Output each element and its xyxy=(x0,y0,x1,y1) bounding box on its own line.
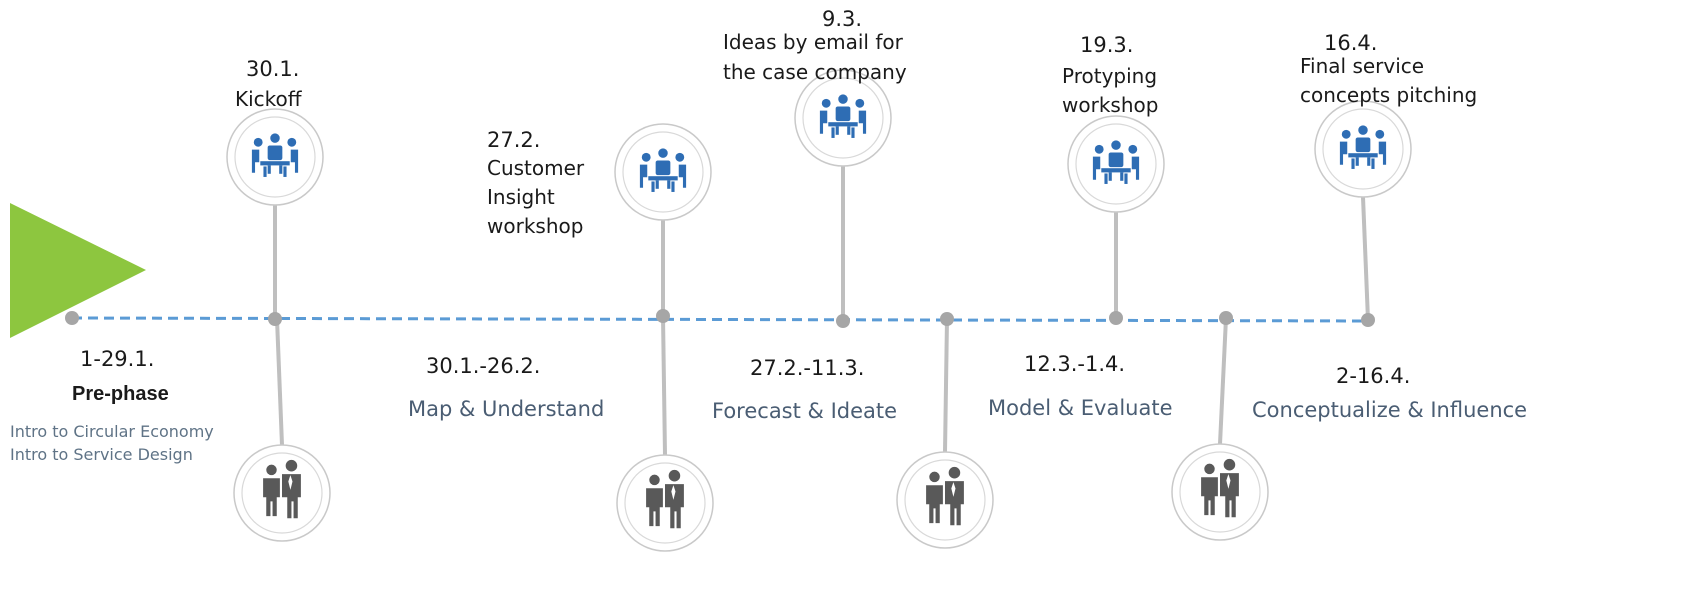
timeline-node xyxy=(268,312,282,326)
phase-name-conceptualize: Conceptualize & Influence xyxy=(1252,398,1528,422)
milestone-date-kickoff: 30.1. xyxy=(246,57,300,81)
phase-name-pre: Pre-phase xyxy=(72,383,169,405)
milestone-label-kickoff: Kickoff xyxy=(235,87,302,111)
timeline-node xyxy=(65,311,79,325)
phase-stem xyxy=(1218,317,1228,445)
timeline-node xyxy=(1361,313,1375,327)
timeline-node xyxy=(940,312,954,326)
timeline-node xyxy=(1219,311,1233,325)
people-icon xyxy=(1171,443,1269,541)
milestone-date-final-pitching: 16.4. xyxy=(1324,31,1378,55)
milestone-label-prototyping-line1: Protyping xyxy=(1062,64,1158,88)
start-arrow xyxy=(10,203,146,338)
phase-dates-conceptualize: 2-16.4. xyxy=(1336,364,1411,388)
phase-stem xyxy=(661,315,667,456)
phase-stem xyxy=(943,318,949,453)
phase-dates-pre: 1-29.1. xyxy=(80,347,155,371)
meeting-icon xyxy=(1067,115,1165,213)
meeting-icon xyxy=(794,69,892,167)
milestone-label-customer-insight-line1: Customer xyxy=(487,156,585,180)
timeline-node xyxy=(656,309,670,323)
timeline-node xyxy=(836,314,850,328)
phase-name-map: Map & Understand xyxy=(408,397,605,421)
people-icon xyxy=(616,454,714,552)
phase-dates-map: 30.1.-26.2. xyxy=(426,354,541,378)
milestone-label-final-pitching-line2: concepts pitching xyxy=(1300,83,1478,107)
milestone-label-customer-insight-line2: Insight xyxy=(487,185,555,209)
phase-name-forecast: Forecast & Ideate xyxy=(712,399,898,423)
meeting-icon xyxy=(614,123,712,221)
meeting-icon xyxy=(226,108,324,206)
milestone-date-prototyping: 19.3. xyxy=(1080,33,1134,57)
milestone-label-prototyping-line2: workshop xyxy=(1062,93,1159,117)
phase-dates-forecast: 27.2.-11.3. xyxy=(750,356,865,380)
phase-name-model: Model & Evaluate xyxy=(988,396,1173,420)
milestone-stem xyxy=(1361,196,1370,321)
people-icon xyxy=(896,451,994,549)
milestone-label-final-pitching-line1: Final service xyxy=(1300,54,1425,78)
phase-detail-service-design: Intro to Service Design xyxy=(10,445,193,464)
milestone-date-customer-insight: 27.2. xyxy=(487,128,541,152)
milestone-date-ideas-email: 9.3. xyxy=(822,7,863,31)
phase-stem xyxy=(275,318,284,446)
milestone-label-customer-insight-line3: workshop xyxy=(487,214,584,238)
milestone-label-ideas-email-line2: the case company xyxy=(723,60,907,84)
timeline-line xyxy=(71,316,1373,323)
milestone-label-ideas-email-line1: Ideas by email for xyxy=(723,30,903,54)
phase-dates-model: 12.3.-1.4. xyxy=(1024,352,1126,376)
phase-detail-circular-economy: Intro to Circular Economy xyxy=(10,422,214,441)
meeting-icon xyxy=(1314,100,1412,198)
people-icon xyxy=(233,444,331,542)
timeline-node xyxy=(1109,311,1123,325)
